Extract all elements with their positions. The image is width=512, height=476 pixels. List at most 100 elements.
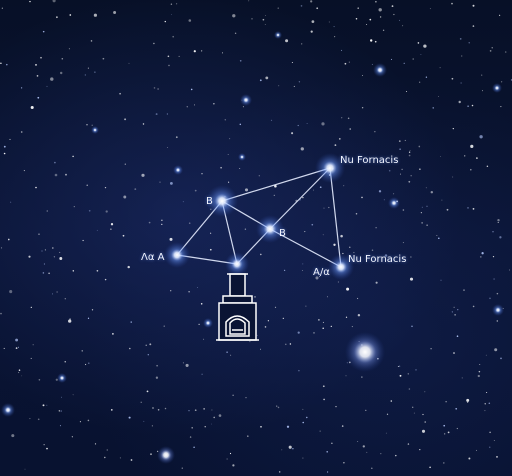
background-star: [84, 74, 86, 76]
background-star: [201, 50, 203, 52]
background-star: [149, 343, 152, 346]
background-star: [54, 161, 56, 164]
background-star: [482, 90, 483, 92]
background-star: [3, 152, 6, 155]
background-star: [168, 64, 170, 67]
background-star: [421, 206, 423, 208]
background-star: [59, 251, 61, 253]
star-glow: [173, 165, 183, 175]
background-star: [402, 242, 404, 244]
background-star: [305, 305, 307, 307]
background-star: [41, 250, 43, 252]
background-star: [441, 199, 443, 201]
background-star: [421, 429, 426, 433]
background-star: [256, 334, 258, 336]
background-star: [87, 317, 90, 319]
star-glow: [328, 254, 354, 280]
star-glow: [388, 197, 400, 209]
background-star: [459, 38, 462, 40]
background-star: [493, 278, 495, 280]
background-star: [478, 370, 481, 373]
background-star: [110, 409, 113, 411]
background-star: [232, 464, 235, 467]
background-star: [488, 402, 491, 405]
background-star: [423, 44, 427, 48]
background-star: [371, 467, 373, 470]
background-star: [288, 445, 292, 449]
background-star: [274, 306, 277, 308]
background-star: [147, 354, 149, 356]
background-star: [403, 62, 405, 64]
background-star: [454, 314, 456, 316]
background-star: [142, 123, 145, 125]
background-star: [357, 7, 359, 9]
background-star: [289, 343, 292, 345]
background-star: [492, 255, 495, 258]
background-star: [391, 5, 394, 7]
background-star: [322, 327, 324, 330]
background-star: [88, 209, 91, 212]
background-star: [220, 166, 222, 169]
background-star: [326, 451, 328, 453]
background-star: [172, 35, 174, 38]
background-star: [273, 194, 275, 197]
background-star: [327, 471, 329, 473]
background-star: [357, 440, 359, 443]
background-star: [59, 425, 61, 427]
background-star: [286, 425, 290, 428]
background-star: [232, 394, 234, 396]
background-star: [203, 338, 205, 340]
background-star: [193, 50, 196, 53]
background-star: [190, 88, 193, 91]
background-star: [402, 209, 405, 211]
background-star: [322, 385, 325, 388]
background-star: [318, 319, 320, 321]
background-star: [35, 64, 37, 66]
background-star: [53, 256, 56, 258]
background-star: [306, 123, 308, 124]
background-star: [122, 234, 125, 237]
background-star: [64, 298, 66, 300]
background-star: [127, 265, 130, 269]
background-star: [96, 229, 98, 231]
background-star: [479, 363, 481, 366]
background-star: [247, 435, 249, 437]
background-star: [333, 243, 336, 246]
background-star: [171, 14, 173, 15]
star-label-alpha-a: Λα A: [141, 252, 165, 263]
background-star: [277, 406, 280, 409]
background-star: [417, 42, 420, 44]
background-star: [492, 231, 494, 233]
furnace-icon: [216, 273, 259, 341]
background-star: [169, 237, 173, 241]
background-star: [94, 443, 97, 445]
background-star: [150, 453, 152, 456]
background-star: [489, 431, 491, 434]
background-star: [491, 47, 493, 49]
background-star: [319, 430, 321, 432]
background-star: [419, 81, 421, 83]
star-glow: [225, 252, 249, 276]
background-star: [310, 0, 313, 3]
background-star: [15, 338, 19, 342]
background-star: [169, 181, 173, 185]
star-glow: [238, 153, 246, 161]
background-star: [378, 8, 382, 12]
background-star: [239, 168, 241, 169]
background-star: [228, 181, 230, 183]
background-star: [35, 186, 37, 189]
background-star: [130, 459, 133, 461]
constellation-lines: [176, 167, 342, 268]
background-star: [345, 316, 348, 318]
background-star: [383, 199, 385, 201]
star-glow: [206, 185, 238, 217]
background-star: [447, 431, 450, 434]
background-star: [9, 290, 13, 294]
background-star: [293, 85, 295, 87]
background-star: [398, 140, 401, 142]
background-star: [213, 416, 215, 419]
background-star: [486, 391, 488, 394]
background-star: [161, 223, 163, 226]
background-star: [395, 454, 397, 457]
